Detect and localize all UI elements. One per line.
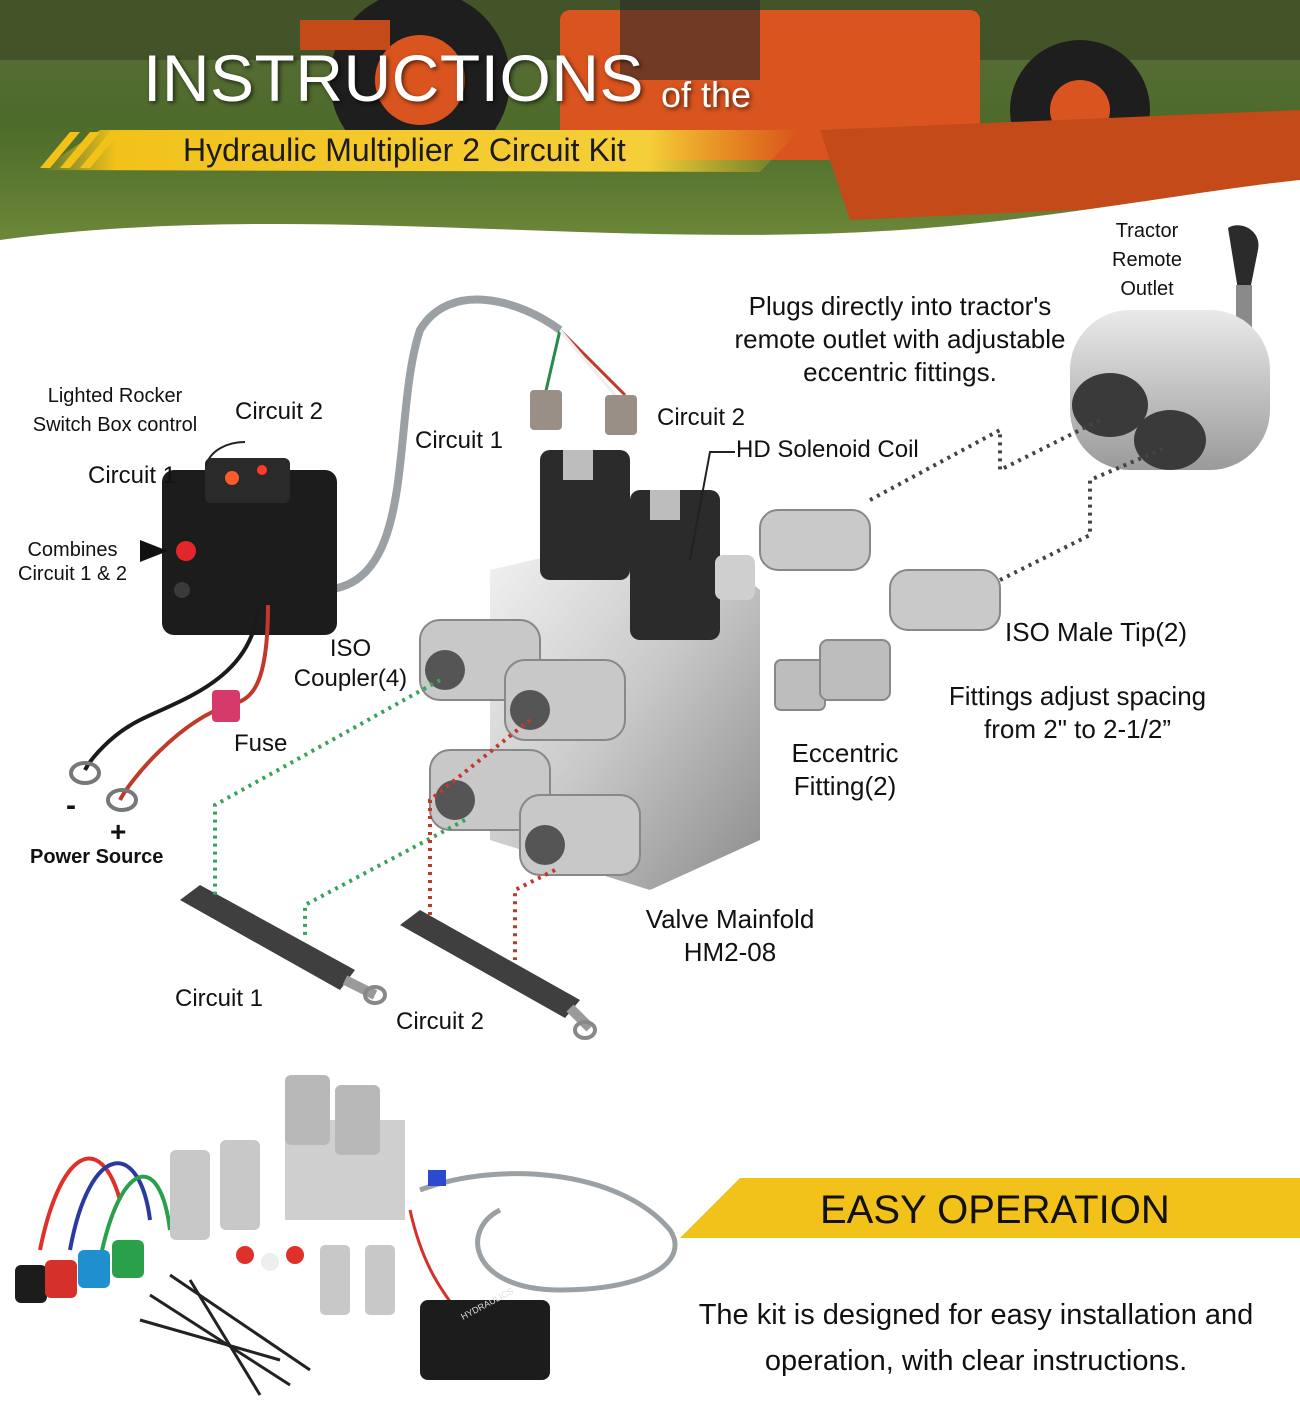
label-switch-circuit-2: Circuit 2 — [235, 398, 324, 425]
label-wire-circuit-1: Circuit 1 — [415, 427, 504, 454]
label-cylinder-circuit-2: Circuit 2 — [396, 1008, 485, 1035]
easy-operation-description: The kit is designed for easy installatio… — [698, 1299, 1254, 1377]
label-plugs-directly: Plugs directly into tractor's remote out… — [734, 291, 1066, 387]
kit-contents-photo — [15, 1075, 678, 1396]
red-hose-path-1 — [428, 718, 532, 915]
label-plus: + — [110, 816, 127, 847]
tractor-image — [300, 0, 1300, 220]
label-combines: Combines Circuit 1 & 2 — [18, 539, 127, 585]
iso-male-tips-graphic — [759, 509, 1001, 631]
label-tractor-remote-outlet: Tractor Remote Outlet — [1112, 220, 1183, 300]
connector-circuit-1 — [530, 390, 562, 430]
banner-stripes — [40, 132, 120, 168]
header-background — [0, 0, 1300, 250]
label-power-source: Power Source — [30, 846, 164, 868]
kit-name-banner — [40, 130, 800, 172]
page-title-suffix: of the — [661, 74, 752, 115]
valve-manifold-graphic — [419, 450, 760, 890]
switchbox-brand: HYDRAULICS — [459, 1286, 515, 1322]
page-title: INSTRUCTIONS — [143, 41, 644, 115]
label-fittings-adjust: Fittings adjust spacing from 2" to 2-1/2… — [948, 681, 1207, 744]
label-lighted-rocker: Lighted Rocker Switch Box control — [32, 385, 198, 436]
label-hd-solenoid: HD Solenoid Coil — [736, 436, 919, 463]
label-minus: - — [66, 789, 76, 822]
green-hose-path-1 — [213, 678, 441, 895]
green-hose-path-2 — [303, 818, 466, 935]
header-banner: INSTRUCTIONS of the Hydraulic Multiplier… — [0, 0, 1300, 250]
label-fuse: Fuse — [234, 730, 288, 757]
switchbox-photo — [420, 1300, 550, 1380]
label-valve-manifold: Valve Mainfold HM2-08 — [645, 904, 815, 967]
eccentric-fittings-graphic — [774, 639, 891, 711]
red-hose-path-2 — [513, 868, 556, 960]
label-eccentric-fitting: Eccentric Fitting(2) — [791, 738, 899, 801]
label-iso-male-tip: ISO Male Tip(2) — [1005, 617, 1188, 647]
label-switch-circuit-1: Circuit 1 — [88, 462, 177, 489]
label-cylinder-circuit-1: Circuit 1 — [175, 985, 264, 1012]
fuse-graphic — [212, 690, 240, 722]
kit-name: Hydraulic Multiplier 2 Circuit Kit — [183, 132, 626, 168]
label-iso-coupler: ISO Coupler(4) — [293, 635, 408, 692]
easy-operation-title: EASY OPERATION — [820, 1188, 1170, 1232]
connector-circuit-2 — [605, 395, 637, 435]
label-wire-circuit-2: Circuit 2 — [657, 404, 746, 431]
